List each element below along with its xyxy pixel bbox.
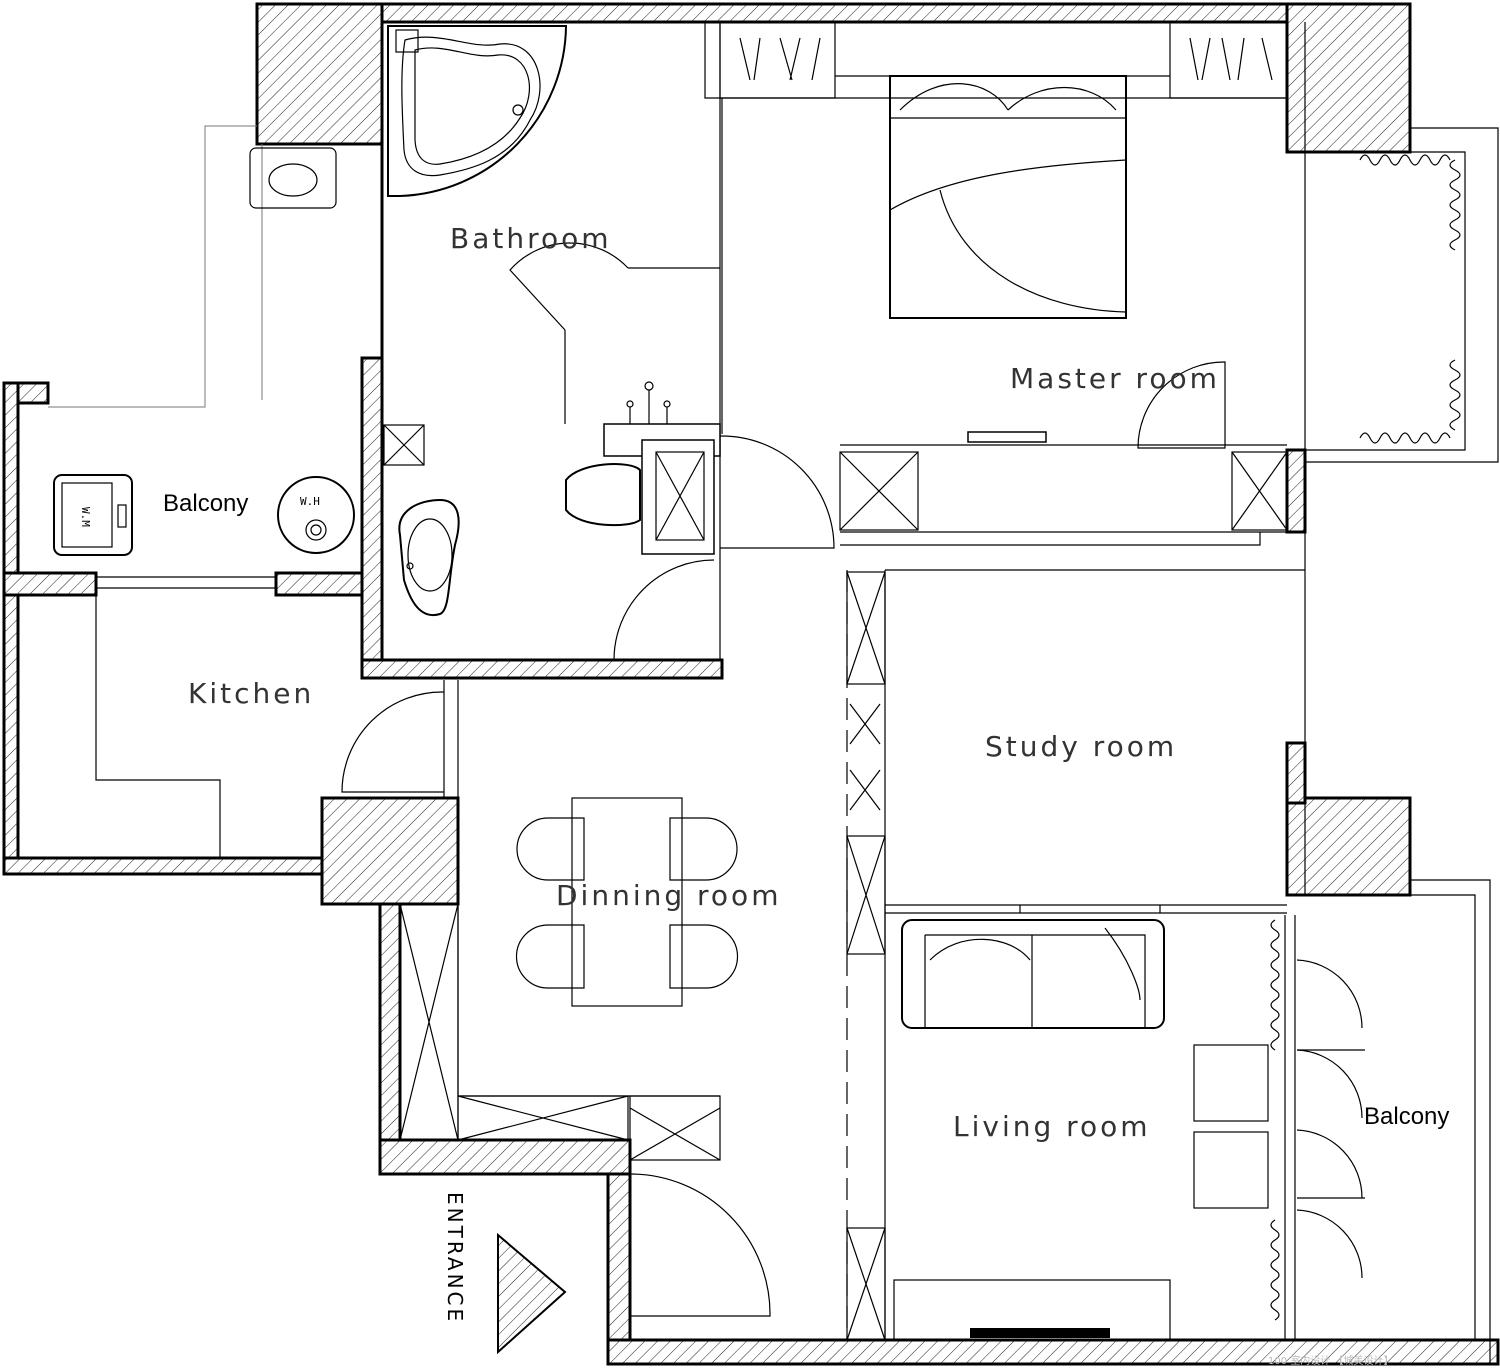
- wardrobe-top-right: [1169, 21, 1288, 99]
- wall-bath-south: [360, 658, 724, 680]
- sofa: [901, 919, 1165, 1029]
- label-entrance: ENTRANCE: [443, 1192, 467, 1324]
- label-kitchen: Kitchen: [188, 677, 314, 710]
- entrance-arrow-icon: [497, 1232, 567, 1355]
- side-tables-and-tv: [893, 1044, 1269, 1341]
- laundry: [53, 474, 355, 556]
- label-washing-machine: W.M: [79, 507, 92, 527]
- cabinets: [383, 37, 1288, 1341]
- toilet-and-sink: [249, 147, 721, 617]
- wall-entry-west: [606, 1172, 632, 1366]
- column-ne: [1285, 2, 1412, 154]
- wall-west: [2, 381, 20, 875]
- label-living-room: Living room: [953, 1110, 1151, 1143]
- dining-set: [515, 797, 739, 1007]
- wall-south: [606, 1338, 1500, 1366]
- label-bathroom: Bathroom: [450, 222, 612, 255]
- watermark: 100 室内设计 【城美设计】: [1268, 1354, 1393, 1367]
- wall-dining-west: [378, 902, 402, 1176]
- wall-kitchen-top-left: [2, 571, 98, 597]
- wall-north: [380, 2, 1412, 24]
- label-balcony-west: Balcony: [163, 490, 248, 517]
- wall-study-east: [1285, 741, 1307, 805]
- wall-entry-north: [378, 1138, 632, 1176]
- column-east: [1285, 796, 1412, 897]
- label-water-heater: W.H: [300, 495, 320, 508]
- label-study-room: Study room: [985, 730, 1177, 763]
- column-central-west: [320, 796, 460, 906]
- label-dining-room: Dinning room: [556, 879, 781, 912]
- bathtub: [387, 25, 568, 197]
- curtains: [1270, 154, 1461, 1321]
- wall-master-east: [1285, 448, 1307, 534]
- column-nw: [255, 2, 384, 146]
- bed: [889, 75, 1127, 443]
- wall-kitchen-south: [2, 856, 326, 876]
- wall-kitchen-top-right: [274, 571, 366, 597]
- label-master-room: Master room: [1010, 362, 1220, 395]
- doors: [341, 242, 1365, 1317]
- wall-bath-west: [360, 356, 384, 680]
- wardrobe-top-left: [719, 21, 836, 99]
- label-balcony-east: Balcony: [1364, 1103, 1449, 1130]
- tv: [970, 1328, 1110, 1338]
